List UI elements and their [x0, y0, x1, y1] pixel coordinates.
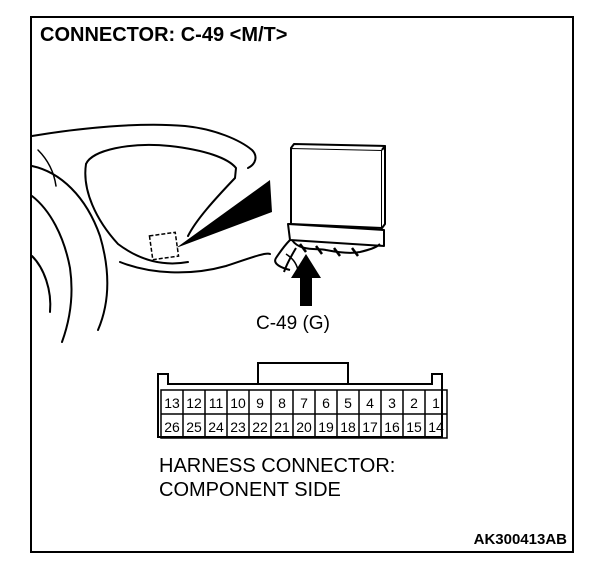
pin-number-18: 18	[340, 419, 356, 435]
pin-number-19: 19	[318, 419, 334, 435]
pin-number-13: 13	[164, 395, 180, 411]
connector-callout-label: C-49 (G)	[256, 313, 330, 334]
pin-number-12: 12	[186, 395, 202, 411]
pin-number-7: 7	[300, 395, 308, 411]
pin-number-24: 24	[208, 419, 224, 435]
magnification-wedge	[176, 180, 272, 248]
figure-title: CONNECTOR: C-49 <M/T>	[40, 24, 288, 46]
pointer-arrow	[291, 254, 321, 306]
figure-code: AK300413AB	[473, 531, 567, 548]
control-unit-illustration	[274, 143, 386, 273]
figure-frame	[30, 16, 574, 553]
pin-number-26: 26	[164, 419, 180, 435]
pin-number-3: 3	[388, 395, 396, 411]
pin-number-6: 6	[322, 395, 330, 411]
pin-number-4: 4	[366, 395, 374, 411]
pin-number-23: 23	[230, 419, 246, 435]
pin-grid-dividers	[182, 390, 426, 438]
pin-number-9: 9	[256, 395, 264, 411]
caption-line-1: HARNESS CONNECTOR:	[159, 455, 396, 477]
pin-number-2: 2	[410, 395, 418, 411]
pin-number-25: 25	[186, 419, 202, 435]
pin-number-20: 20	[296, 419, 312, 435]
connector-location-box	[148, 231, 180, 261]
pin-number-10: 10	[230, 395, 246, 411]
pin-number-11: 11	[209, 395, 224, 411]
pin-number-22: 22	[252, 419, 268, 435]
pin-number-17: 17	[362, 419, 378, 435]
pin-number-14: 14	[428, 419, 444, 435]
pin-number-8: 8	[278, 395, 286, 411]
caption-line-2: COMPONENT SIDE	[159, 479, 341, 501]
pin-number-15: 15	[406, 419, 422, 435]
dashboard-illustration	[31, 123, 271, 343]
connector-face	[157, 362, 448, 439]
pin-number-16: 16	[384, 419, 400, 435]
pin-number-21: 21	[274, 419, 290, 435]
pin-number-5: 5	[344, 395, 352, 411]
pin-number-1: 1	[432, 395, 440, 411]
